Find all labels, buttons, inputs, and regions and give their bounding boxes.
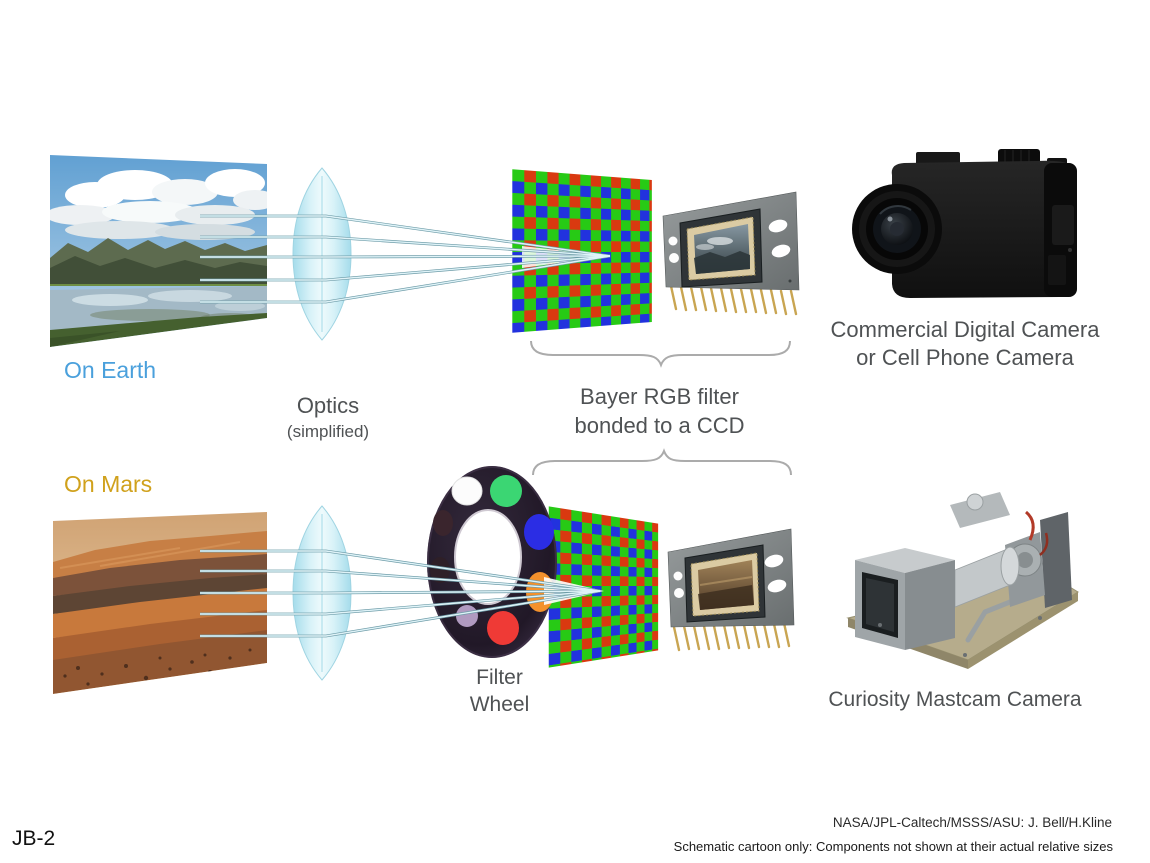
disclaimer-line: Schematic cartoon only: Components not s… (674, 839, 1113, 854)
filter-wheel (427, 466, 557, 658)
bayer-ccd-label: Bayer RGB filter bonded to a CCD (537, 382, 782, 440)
filter-slot-blue (524, 514, 554, 550)
filter-slot-red (487, 611, 519, 645)
filter-slot-green (490, 475, 522, 507)
mastcam-label: Curiosity Mastcam Camera (790, 688, 1120, 712)
credit-line: NASA/JPL-Caltech/MSSS/ASU: J. Bell/H.Kli… (833, 815, 1112, 830)
commercial-camera-label: Commercial Digital Camera or Cell Phone … (805, 316, 1125, 372)
on-mars-label: On Mars (64, 471, 152, 498)
filter-slot-lavender (456, 605, 478, 627)
slide-id-label: JB-2 (12, 827, 55, 851)
commercial-camera-label-line2: or Cell Phone Camera (805, 344, 1125, 372)
filter-wheel-label-line2: Wheel (432, 691, 567, 718)
optics-note: (simplified) (248, 422, 408, 442)
light-rays-earth (200, 216, 610, 302)
optics-title: Optics (248, 393, 408, 419)
on-earth-label: On Earth (64, 357, 156, 384)
optics-label: Optics (simplified) (248, 393, 408, 442)
filter-wheel-label: Filter Wheel (432, 664, 567, 718)
bayer-ccd-label-line1: Bayer RGB filter (537, 382, 782, 411)
wheel-hole (455, 510, 521, 604)
bayer-ccd-label-line2: bonded to a CCD (537, 411, 782, 440)
filter-slot-white (452, 477, 482, 505)
filter-slot-dark-1 (433, 510, 453, 536)
filter-wheel-label-line1: Filter (432, 664, 567, 691)
commercial-camera-label-line1: Commercial Digital Camera (805, 316, 1125, 344)
